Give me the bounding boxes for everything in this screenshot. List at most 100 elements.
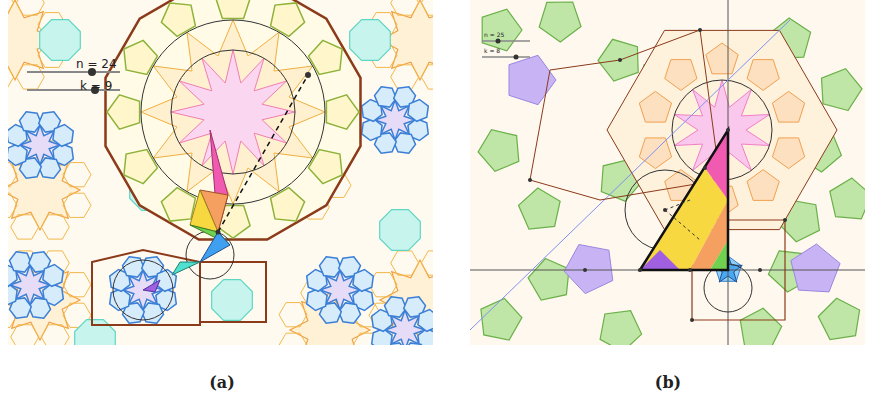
pentagon-ring <box>665 60 697 91</box>
central-star <box>171 50 295 174</box>
pentagon-tile <box>124 40 157 74</box>
pentagon-tile <box>271 3 305 37</box>
construction-point <box>758 268 762 272</box>
brown-square <box>200 262 266 322</box>
brown-dodecagon <box>106 0 361 240</box>
hexagon-tile <box>339 303 361 323</box>
pentagon-tile <box>107 95 140 129</box>
construction-point <box>783 218 787 222</box>
construction-point <box>690 318 694 322</box>
hexagon-tile <box>53 125 73 147</box>
hexagon-tile <box>10 252 32 272</box>
hexagon-tile <box>320 257 342 277</box>
pentagon-tile <box>600 311 642 345</box>
pentagon-tile <box>124 150 157 184</box>
construction-line <box>482 56 530 58</box>
hexagon-tile <box>385 297 407 317</box>
panel-caption: (a) <box>209 375 235 391</box>
petal-ring <box>141 20 325 204</box>
brown-outline <box>92 250 200 325</box>
pentagon-tile <box>161 188 195 222</box>
background-hexagon <box>11 215 39 239</box>
pentagon-ring <box>747 60 779 91</box>
construction-circle <box>186 231 234 279</box>
background-hexagon <box>421 65 433 89</box>
hexagon-tile <box>353 270 373 292</box>
construction-line <box>27 71 120 73</box>
pentagon-tile <box>326 95 359 129</box>
background-hexagon <box>279 333 307 345</box>
hexagon-tile <box>394 133 416 153</box>
pentagon-tile <box>830 178 865 219</box>
construction-point <box>216 230 221 235</box>
background-hexagon <box>16 0 44 15</box>
background-hexagon <box>391 65 419 89</box>
construction-circle <box>113 260 173 320</box>
background-hexagon <box>63 163 91 187</box>
pentagon-tile <box>818 298 859 339</box>
pentagon-tile <box>528 259 569 301</box>
background-hexagon <box>8 193 17 217</box>
pentagon-tile <box>309 40 343 74</box>
wedge-orange <box>690 200 728 270</box>
octagon-tile <box>75 320 116 345</box>
panel-caption: (b) <box>655 375 681 391</box>
slider-label: k = 8 <box>484 48 500 54</box>
construction-point <box>703 166 707 170</box>
construction-line <box>482 40 530 42</box>
background-hexagon <box>63 273 91 297</box>
construction-point <box>583 268 587 272</box>
purple-pentagon <box>509 55 556 104</box>
construction-circle <box>171 50 295 174</box>
hexagon-tile <box>362 119 382 141</box>
hexagon-tile <box>307 289 327 311</box>
background-hexagon <box>421 0 433 15</box>
construction-point <box>663 208 667 212</box>
purple-pentagon <box>791 244 840 292</box>
pentagon-tile <box>740 308 781 345</box>
construction-point <box>618 58 622 62</box>
construction-line <box>665 200 690 210</box>
pentagon-tile <box>309 150 343 184</box>
background-hexagon <box>279 303 307 327</box>
hexagon-tile <box>418 310 433 332</box>
wedge-violet <box>143 280 160 292</box>
background-hexagon <box>391 251 419 275</box>
construction-point <box>688 268 692 272</box>
construction-point <box>514 55 519 60</box>
background-hexagon <box>8 65 14 89</box>
hexagon-tile <box>8 144 27 166</box>
slider-label: k = 9 <box>80 80 112 92</box>
background-hexagon <box>41 325 69 345</box>
pentagon-tile <box>478 130 519 172</box>
hexagon-tile <box>404 343 426 345</box>
background-hexagon <box>63 193 91 217</box>
pentagon-tile <box>216 0 250 19</box>
wedge-yellow <box>640 168 728 270</box>
construction-point <box>528 178 532 182</box>
background-hexagon <box>11 325 39 345</box>
hexagon-tile <box>39 158 61 178</box>
panel-b-ground <box>470 0 865 345</box>
pentagon-ring <box>639 138 671 169</box>
pentagon-tile <box>482 9 522 51</box>
pentagon-ring <box>772 91 804 122</box>
background-hexagon <box>16 65 44 89</box>
hexagon-tile <box>8 284 17 306</box>
octagon-tile <box>380 210 421 251</box>
background-hexagon <box>8 0 14 15</box>
octagon-tile <box>212 280 253 321</box>
construction-point <box>698 28 702 32</box>
construction-point <box>496 39 501 44</box>
octagon-tile <box>350 20 391 61</box>
hexagon-tile <box>20 112 42 132</box>
slider-label: n = 24 <box>76 58 117 70</box>
pentagon-tile <box>481 298 522 340</box>
slider-label: n = 25 <box>484 32 504 38</box>
background-hexagon <box>41 215 69 239</box>
wedge-blue <box>200 232 230 262</box>
pentagon-ring <box>639 91 671 122</box>
panel-b-art <box>470 0 865 345</box>
hexagon-tile <box>29 298 51 318</box>
